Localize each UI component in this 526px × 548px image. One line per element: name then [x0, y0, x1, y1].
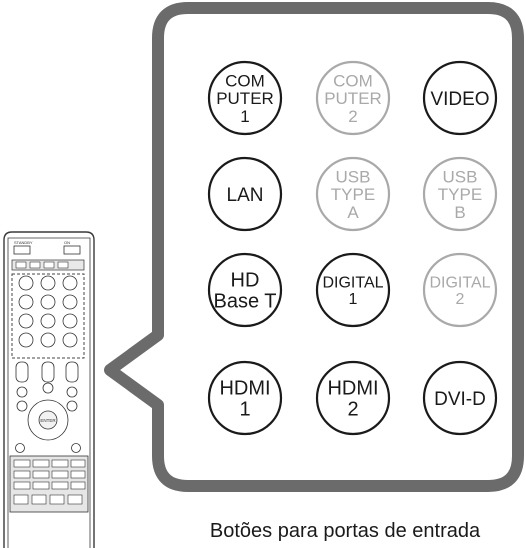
computer-1-label-line: 1 [240, 107, 249, 126]
remote-standby-label: STANDBY [14, 240, 33, 245]
usb-type-b-label-line: B [454, 203, 465, 222]
remote-lan-mini-button [18, 294, 34, 310]
remote-usb-type-b-mini-button [62, 294, 78, 310]
lan-button[interactable]: LAN [207, 156, 283, 232]
dvi-d-button[interactable]: DVI-D [422, 360, 498, 436]
input-buttons-grid: COMPUTER1COMPUTER2VIDEOLANUSBTYPEAUSBTYP… [207, 60, 498, 436]
remote-dvi-d-mini-button [62, 332, 78, 348]
computer-2-label-line: 2 [348, 107, 357, 126]
remote-digital-1-mini-button [40, 313, 56, 329]
computer-2-label-line: COM [333, 71, 373, 90]
digital-2-label-line: DIGITAL [429, 274, 490, 291]
hdbaset-label-line: Base T [214, 291, 277, 313]
hdbaset-label-line: HD [231, 270, 260, 292]
hdmi-1-label-line: HDMI [219, 378, 270, 400]
remote-digital-2-mini-button [62, 313, 78, 329]
digital-1-label-line: DIGITAL [322, 274, 383, 291]
remote-computer-1-mini-button [18, 275, 34, 291]
video-label-line: VIDEO [430, 89, 489, 110]
usb-type-a-label-line: USB [336, 167, 371, 186]
svg-text:ENTER: ENTER [40, 418, 56, 423]
computer-2-label-line: PUTER [324, 89, 382, 108]
usb-type-b-label-line: TYPE [438, 185, 482, 204]
remote-hdbaset-mini-button [18, 313, 34, 329]
dvi-d-label-line: DVI-D [434, 389, 486, 410]
remote-hdmi-1-mini-button [18, 332, 34, 348]
hdmi-2-label-line: 2 [347, 399, 358, 421]
remote-input-button-area [11, 273, 85, 359]
remote-usb-type-a-mini-button [40, 294, 56, 310]
remote-video-mini-button [62, 275, 78, 291]
video-button[interactable]: VIDEO [422, 60, 498, 136]
remote-computer-2-mini-button [40, 275, 56, 291]
callout-bubble [104, 2, 524, 492]
usb-type-b-label-line: USB [443, 167, 478, 186]
remote-on-label: ON [64, 240, 70, 245]
hdmi-1-label-line: 1 [239, 399, 250, 421]
usb-type-a-label-line: A [347, 203, 359, 222]
digital-1-label-line: 1 [349, 291, 358, 308]
remote-control: STANDBY ON ENTER [3, 231, 95, 548]
remote-hdmi-2-mini-button [40, 332, 56, 348]
caption: Botões para portas de entrada [210, 520, 481, 542]
hdmi-2-label-line: HDMI [327, 378, 378, 400]
usb-type-a-label-line: TYPE [331, 185, 375, 204]
computer-1-label-line: COM [225, 71, 265, 90]
computer-1-label-line: PUTER [216, 89, 274, 108]
digital-2-label-line: 2 [456, 291, 465, 308]
lan-label-line: LAN [227, 185, 264, 206]
